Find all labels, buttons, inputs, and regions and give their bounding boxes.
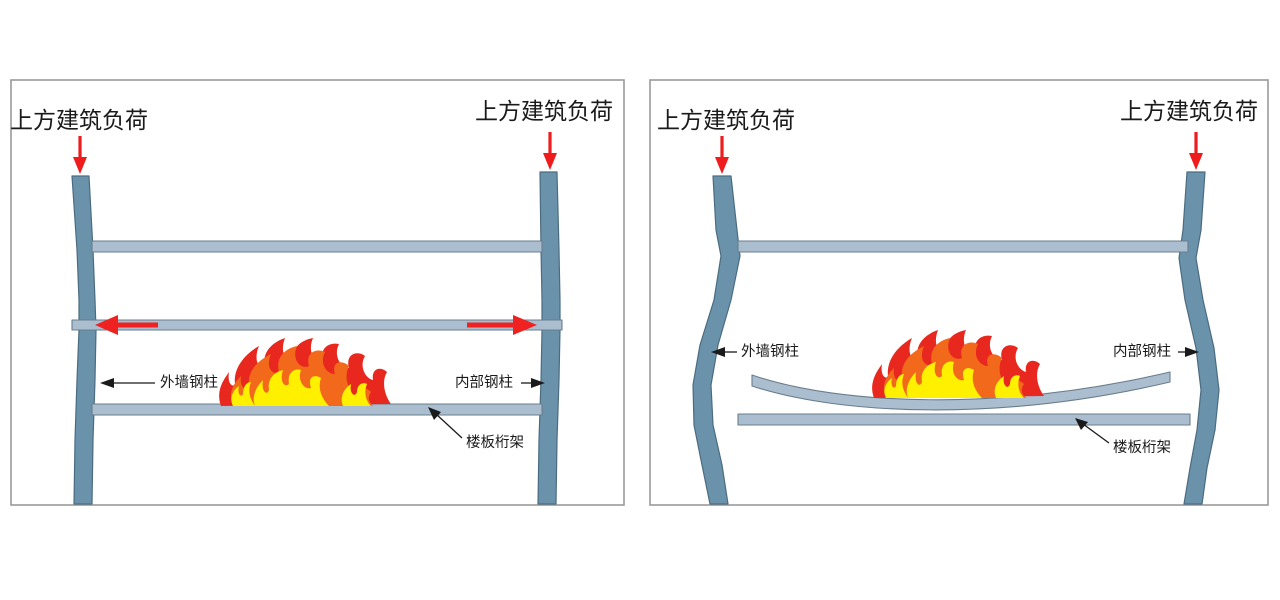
left-panel-floor-truss-leader: [428, 407, 463, 439]
left-panel-floor-truss-label: 楼板桁架: [466, 433, 524, 451]
right-panel-frame: [649, 79, 1269, 506]
right-panel-interior-column-leader: [1178, 347, 1199, 357]
left-panel-right-load-title: 上方建筑负荷: [475, 98, 613, 124]
left-panel-left-load-title: 上方建筑负荷: [10, 107, 148, 133]
right-panel-exterior-column-leader: [711, 347, 737, 357]
left-panel-upper-beam: [91, 240, 543, 253]
right-panel-floor-truss-leader: [1075, 418, 1110, 444]
left-panel-exterior-column-leader: [100, 378, 155, 388]
left-panel-expansion-arrow-right: [467, 315, 537, 335]
right-panel-fire-icon: [872, 330, 1044, 398]
right-panel-exterior-column-label: 外墙钢柱: [741, 343, 799, 360]
right-panel-floor-truss-label: 楼板桁架: [1113, 438, 1171, 456]
right-panel-interior-column-label: 内部钢柱: [1113, 343, 1171, 360]
right-panel-upper-beam: [737, 240, 1189, 253]
right-panel-load-arrow-right: [1189, 132, 1203, 170]
right-panel-left-load-title: 上方建筑负荷: [657, 107, 795, 133]
left-panel-interior-column: [537, 171, 561, 505]
right-panel-exterior-column: [692, 175, 741, 505]
left-panel-middle-beam: [71, 319, 563, 331]
left-panel-frame: [10, 79, 625, 506]
right-panel-load-arrow-left: [715, 136, 729, 174]
left-panel-load-arrow-right: [543, 132, 557, 170]
left-panel-load-arrow-left: [73, 136, 87, 174]
right-panel-right-load-title: 上方建筑负荷: [1120, 98, 1258, 124]
left-panel-exterior-column: [71, 175, 97, 505]
left-panel-expansion-arrow-left: [95, 315, 158, 335]
right-panel-floor-truss: [737, 413, 1191, 426]
left-panel-exterior-column-label: 外墙钢柱: [160, 374, 218, 391]
left-panel-fire-icon: [219, 338, 391, 406]
right-panel-interior-column: [1178, 171, 1220, 505]
right-panel-sagging-truss: [751, 371, 1171, 411]
left-panel-interior-column-leader: [521, 378, 545, 388]
left-panel-interior-column-label: 内部钢柱: [455, 374, 513, 391]
